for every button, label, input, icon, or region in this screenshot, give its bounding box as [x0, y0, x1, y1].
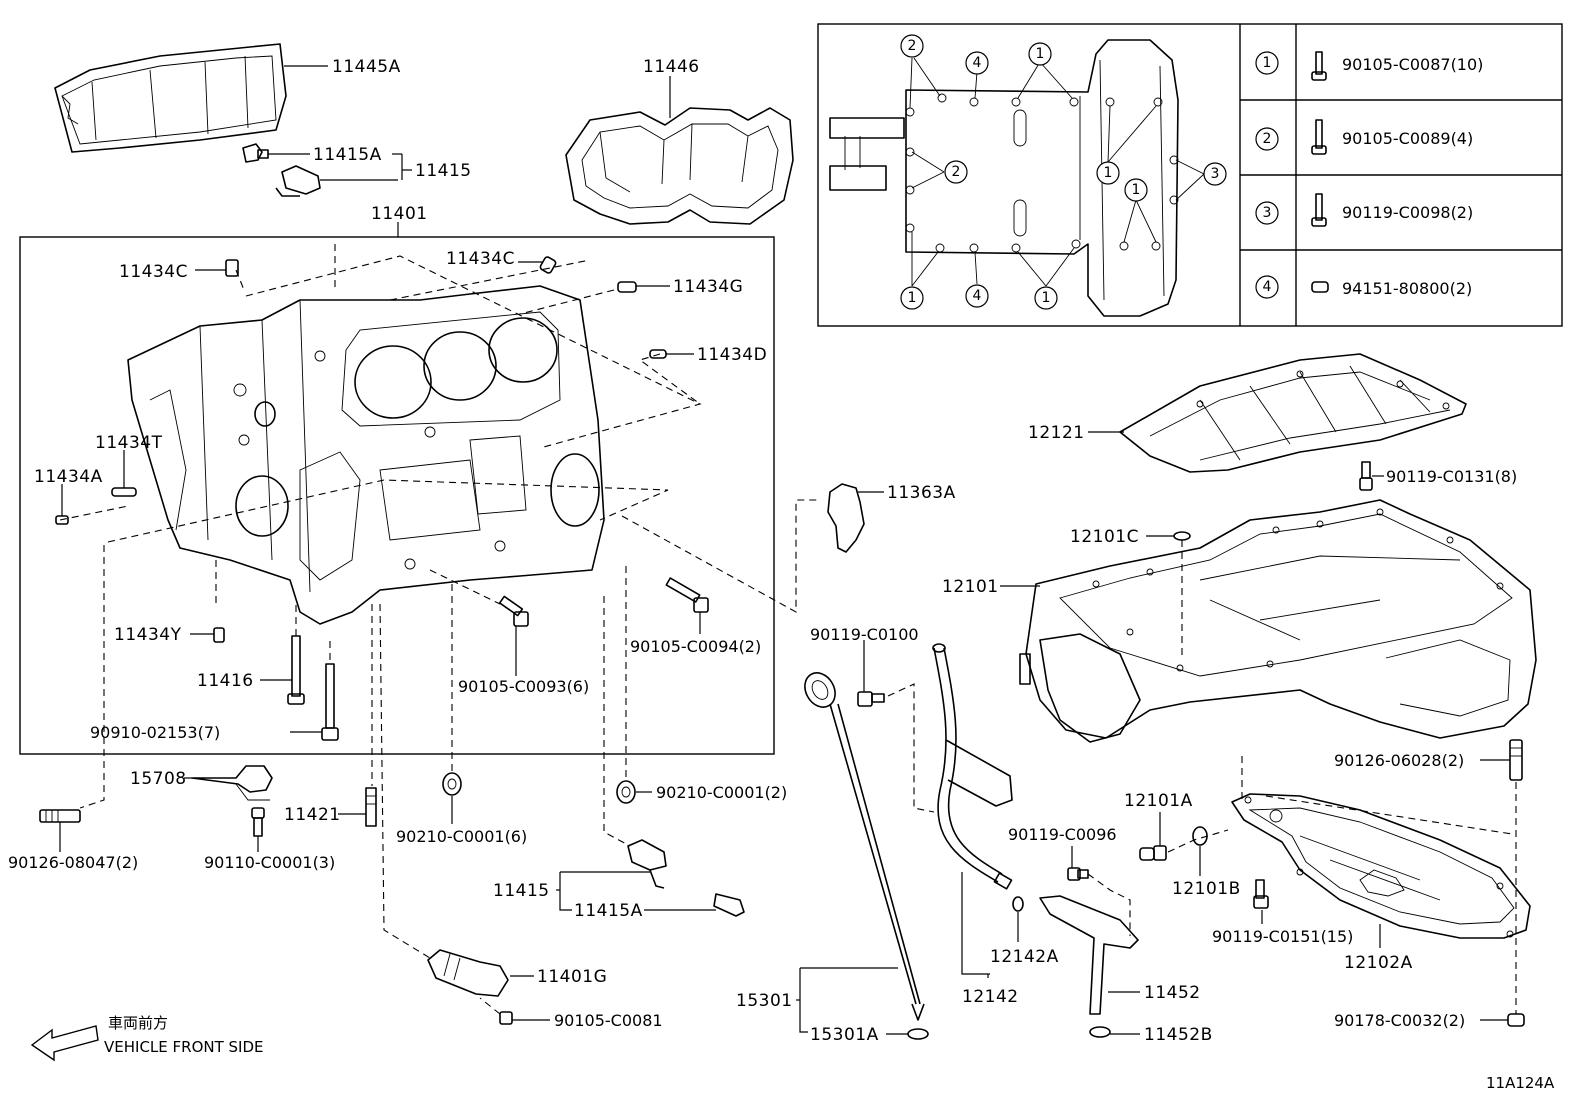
label-12102A: 12102A	[1344, 953, 1413, 973]
cylinder-block-drawing	[127, 285, 605, 625]
label-11434A: 11434A	[34, 467, 103, 487]
label-11434C-mid: 11434C	[446, 249, 515, 269]
svg-text:1: 1	[908, 290, 917, 306]
sensor-11401G-drawing	[427, 949, 509, 997]
svg-text:1: 1	[1263, 55, 1272, 71]
svg-text:4: 4	[973, 55, 982, 71]
block-assembly-frame	[19, 236, 775, 755]
label-12142A: 12142A	[990, 947, 1059, 967]
label-11415-bottom: 11415	[493, 881, 550, 901]
label-11434C-left: 11434C	[119, 262, 188, 282]
svg-text:2: 2	[952, 164, 961, 180]
label-90210-C0001-6: 90210-C0001(6)	[396, 827, 527, 846]
label-90119-C0131: 90119-C0131(8)	[1386, 467, 1517, 486]
label-11446: 11446	[643, 57, 700, 77]
dipstick-15301-drawing	[804, 672, 925, 1021]
svg-text:2: 2	[908, 38, 917, 54]
label-11434D: 11434D	[697, 345, 767, 365]
label-90119-C0096: 90119-C0096	[1008, 825, 1117, 844]
legend-row-2: 2 90105-C0089(4)	[1255, 119, 1473, 155]
label-11415A-top: 11415A	[313, 145, 382, 165]
label-11415-top: 11415	[415, 161, 472, 181]
front-note-en: VEHICLE FRONT SIDE	[104, 1038, 264, 1056]
svg-text:3: 3	[1211, 166, 1220, 182]
label-12121: 12121	[1028, 423, 1085, 443]
legend-part-1: 90105-C0087(10)	[1342, 55, 1483, 74]
svg-text:1: 1	[1036, 46, 1045, 62]
label-11416: 11416	[197, 671, 254, 691]
label-11401: 11401	[371, 204, 428, 224]
vehicle-front-arrow-icon	[30, 1025, 99, 1062]
svg-text:4: 4	[1263, 279, 1272, 295]
label-11452B: 11452B	[1144, 1025, 1213, 1045]
bracket-11363A-drawing	[827, 483, 865, 553]
label-90210-C0001-2: 90210-C0001(2)	[656, 783, 787, 802]
pattern-marker-group: 2 4 1 2 1 3 1 1 4 1	[900, 34, 1227, 310]
lower-oil-pan-12102A-drawing	[1231, 793, 1531, 939]
svg-text:1: 1	[1104, 165, 1113, 181]
baffle-plate-12121-drawing	[1119, 353, 1467, 473]
legend-part-4: 94151-80800(2)	[1342, 279, 1472, 298]
label-11401G: 11401G	[537, 967, 607, 987]
label-11363A: 11363A	[887, 483, 956, 503]
label-11415A-bottom: 11415A	[574, 901, 643, 921]
stud-90126-08047-drawing	[39, 809, 81, 823]
svg-text:2: 2	[1263, 131, 1272, 147]
label-90178-C0032: 90178-C0032(2)	[1334, 1011, 1465, 1030]
svg-text:1: 1	[1132, 182, 1141, 198]
engine-cover-11445A-drawing	[54, 43, 287, 153]
label-90119-C0151: 90119-C0151(15)	[1212, 927, 1353, 946]
strainer-11452-drawing	[1039, 895, 1139, 1015]
dipstick-guide-12142-drawing	[932, 643, 1013, 890]
label-12101A: 12101A	[1124, 791, 1193, 811]
label-15708: 15708	[130, 769, 187, 789]
label-90126-06028: 90126-06028(2)	[1334, 751, 1464, 770]
legend-row-3: 3 90119-C0098(2)	[1255, 193, 1473, 227]
label-90119-C0100: 90119-C0100	[810, 625, 919, 644]
label-15301: 15301	[736, 991, 793, 1011]
label-12142: 12142	[962, 987, 1019, 1007]
label-90910-02153: 90910-02153(7)	[90, 723, 220, 742]
label-90105-C0081: 90105-C0081	[554, 1011, 663, 1030]
label-12101C: 12101C	[1070, 527, 1139, 547]
label-11434T: 11434T	[95, 433, 163, 453]
front-note-jp: 車両前方	[108, 1014, 168, 1032]
insulator-11446-drawing	[565, 107, 794, 225]
svg-text:1: 1	[1042, 290, 1051, 306]
label-90110-C0001: 90110-C0001(3)	[204, 853, 335, 872]
svg-text:3: 3	[1263, 205, 1272, 221]
label-11434Y: 11434Y	[114, 625, 182, 645]
label-12101: 12101	[942, 577, 999, 597]
upper-oil-pan-12101-drawing	[1019, 499, 1537, 743]
label-90126-08047: 90126-08047(2)	[8, 853, 138, 872]
svg-text:4: 4	[973, 288, 982, 304]
diagram-code: 11A124A	[1486, 1074, 1555, 1092]
legend-row-4: 4 94151-80800(2)	[1255, 275, 1472, 299]
label-11452: 11452	[1144, 983, 1201, 1003]
label-11434G: 11434G	[673, 277, 743, 297]
label-12101B: 12101B	[1172, 879, 1241, 899]
sensor-11415-top-drawing	[242, 143, 321, 197]
sensor-11415-bottom-drawing	[627, 839, 745, 917]
legend-part-3: 90119-C0098(2)	[1342, 203, 1473, 222]
label-90105-C0094: 90105-C0094(2)	[630, 637, 761, 656]
label-90105-C0093: 90105-C0093(6)	[458, 677, 589, 696]
bolt-11416-drawing	[287, 635, 339, 741]
label-15301A: 15301A	[810, 1025, 879, 1045]
legend-row-1: 1 90105-C0087(10)	[1255, 51, 1483, 81]
label-11421: 11421	[284, 805, 341, 825]
label-11445A: 11445A	[332, 57, 401, 77]
oil-pan-bolt-pattern-drawing	[829, 39, 1205, 317]
legend-part-2: 90105-C0089(4)	[1342, 129, 1473, 148]
sensor-15708-drawing	[191, 765, 273, 801]
